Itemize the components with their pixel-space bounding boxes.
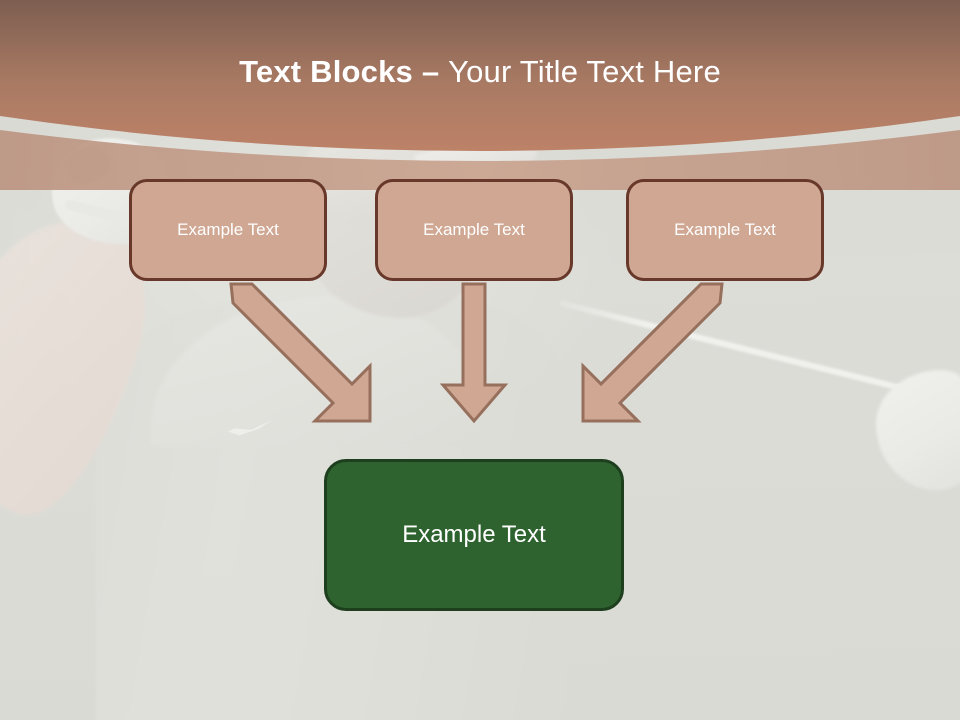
text-box-3[interactable]: Example Text <box>626 179 824 281</box>
title-bold-part: Text Blocks <box>239 54 422 89</box>
text-box-3-label: Example Text <box>674 220 776 239</box>
title-light-part: Your Title Text Here <box>448 54 721 89</box>
text-box-1[interactable]: Example Text <box>129 179 327 281</box>
text-box-1-label: Example Text <box>177 220 279 239</box>
text-box-2[interactable]: Example Text <box>375 179 573 281</box>
text-box-result[interactable]: Example Text <box>324 459 624 611</box>
page-title: Text Blocks – Your Title Text Here <box>0 52 960 92</box>
text-box-2-label: Example Text <box>423 220 525 239</box>
title-dash: – <box>421 54 449 89</box>
text-box-result-label: Example Text <box>402 521 546 548</box>
